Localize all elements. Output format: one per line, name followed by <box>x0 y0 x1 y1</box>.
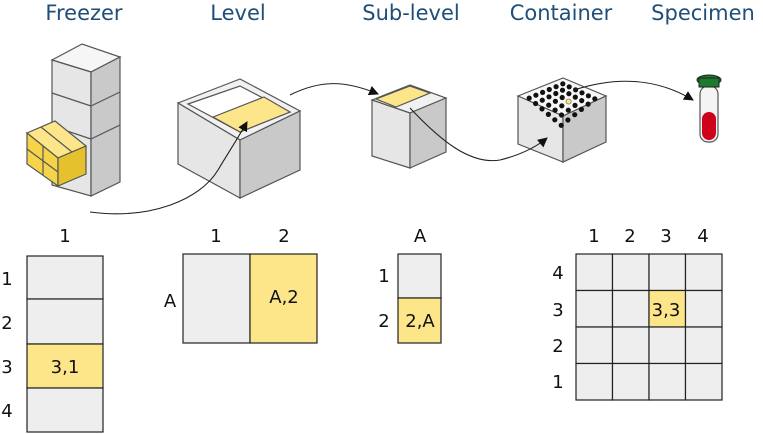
container-highlight-label: 3,3 <box>652 300 681 321</box>
freezer-row-label: 4 <box>1 401 12 422</box>
freezer-grid: 1 1 2 3 4 3,1 <box>1 226 104 433</box>
container-cell <box>611 362 650 401</box>
container-hole <box>552 98 559 104</box>
container-hole <box>592 96 598 102</box>
freezer-highlight-label: 3,1 <box>51 357 80 378</box>
freezer-highlight-cell <box>26 343 104 389</box>
container-hole <box>552 117 558 123</box>
sublevel-col-label: A <box>414 226 427 247</box>
header-specimen: Specimen <box>651 1 755 25</box>
container-cell <box>611 326 650 365</box>
container-hole <box>572 94 578 100</box>
container-hole <box>565 98 572 105</box>
level-grid: 1 2 A A,2 <box>164 226 318 344</box>
container-hole <box>572 102 578 108</box>
container-hole <box>578 106 585 112</box>
container-cell <box>611 253 650 292</box>
arrow-level-to-sublevel <box>289 83 379 96</box>
container-hole <box>558 112 565 118</box>
header: Freezer Level Sub-level Container Specim… <box>45 1 754 25</box>
freezer-row-label: 1 <box>1 269 12 290</box>
container-hole <box>585 93 592 99</box>
container-hole <box>546 94 552 100</box>
container-cell <box>684 326 723 365</box>
arrow-freezer-to-level <box>89 121 248 215</box>
container-holes <box>526 81 598 128</box>
container-cell <box>575 253 614 292</box>
flow-arrows <box>89 80 694 215</box>
container-hole <box>546 102 552 108</box>
sublevel-highlight-label: 2,A <box>405 311 435 332</box>
container-col-label: 2 <box>624 226 635 247</box>
container-hole <box>560 81 566 87</box>
container-hole <box>579 90 585 96</box>
sublevel-highlight-cell <box>397 297 442 344</box>
level-row-label: A <box>164 291 177 312</box>
container-col-label: 1 <box>588 226 599 247</box>
specimen-tube-illustration <box>696 74 722 143</box>
container-cell <box>648 253 687 292</box>
arrow-container-to-specimen <box>573 80 694 101</box>
header-freezer: Freezer <box>45 1 123 25</box>
level-highlight-cell <box>249 253 318 344</box>
container-hole <box>552 107 558 113</box>
container-row-label: 4 <box>552 263 563 284</box>
sublevel-row-label: 2 <box>378 311 389 332</box>
freezer-illustration <box>25 43 122 197</box>
container-hole <box>526 95 532 101</box>
container-hole <box>533 100 539 107</box>
container-cell <box>611 289 650 328</box>
container-hole <box>565 117 571 123</box>
container-cell <box>648 362 687 401</box>
container-hole <box>545 111 552 117</box>
sublevel-illustration <box>370 84 448 169</box>
freezer-col-label: 1 <box>59 226 70 247</box>
sublevel-grid: A 1 2 2,A <box>378 226 442 344</box>
container-hole <box>533 92 539 98</box>
container-hole <box>553 84 559 90</box>
header-sublevel: Sub-level <box>362 1 459 25</box>
container-hole <box>566 84 572 90</box>
container-cell <box>575 289 614 328</box>
container-cell <box>684 253 723 292</box>
level-col-label: 2 <box>278 226 289 247</box>
container-row-label: 1 <box>552 372 563 393</box>
freezer-row-label: 2 <box>1 313 12 334</box>
container-hole <box>546 86 552 93</box>
container-cell <box>684 362 723 401</box>
container-row-label: 2 <box>552 336 563 357</box>
container-illustration <box>516 77 608 163</box>
header-container: Container <box>510 1 613 25</box>
container-row-label: 3 <box>552 300 563 321</box>
container-hole <box>558 122 564 128</box>
container-cell <box>684 289 723 328</box>
level-highlight-label: A,2 <box>269 287 299 308</box>
container-hole <box>559 87 566 93</box>
container-cell <box>648 326 687 365</box>
header-level: Level <box>210 1 265 25</box>
container-col-label: 4 <box>697 226 708 247</box>
container-cell <box>575 362 614 401</box>
level-illustration <box>176 78 302 200</box>
container-hole <box>553 90 559 97</box>
container-cells <box>575 253 723 401</box>
container-cell <box>575 326 614 365</box>
container-hole <box>566 91 572 97</box>
container-hole <box>559 94 565 101</box>
sublevel-row-label: 1 <box>378 266 389 287</box>
level-col-label: 1 <box>210 226 221 247</box>
container-hole <box>559 103 565 109</box>
container-hole <box>539 106 545 112</box>
container-hole <box>579 98 585 104</box>
container-hole <box>539 97 545 103</box>
container-grid: 1 2 3 4 4 3 2 1 3,3 <box>552 226 723 401</box>
freezer-row-label: 3 <box>1 357 12 378</box>
arrow-sublevel-to-container <box>409 107 548 162</box>
container-hole <box>572 112 578 118</box>
container-hole <box>540 89 546 95</box>
container-col-label: 3 <box>660 226 671 247</box>
container-hole <box>585 101 591 107</box>
container-hole <box>565 107 571 113</box>
